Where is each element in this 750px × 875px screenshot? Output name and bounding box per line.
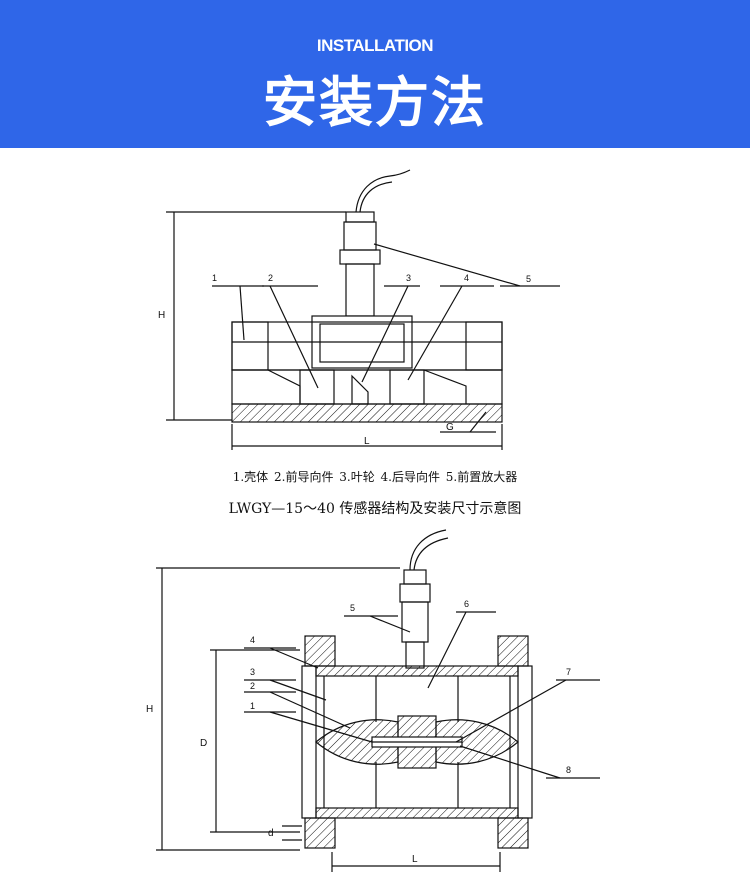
header-banner: INSTALLATION 安装方法	[0, 0, 750, 148]
dim-thread: G	[446, 422, 454, 433]
dim2-height: H	[146, 704, 153, 715]
label2-part-8: 8	[566, 765, 571, 775]
label-part-2: 2	[268, 273, 273, 283]
label-part-3: 3	[406, 273, 411, 283]
label2-part-2: 2	[250, 681, 255, 691]
dim2-diameter: D	[200, 738, 207, 749]
label2-part-3: 3	[250, 667, 255, 677]
diagram-caption: LWGY—15～40 传感器结构及安装尺寸示意图	[228, 501, 522, 517]
label2-part-1: 1	[250, 701, 255, 711]
label-part-1: 1	[212, 273, 217, 283]
cable-1	[355, 169, 411, 213]
label2-part-6: 6	[464, 599, 469, 609]
dim-length: L	[364, 436, 370, 447]
banner-subtitle: INSTALLATION	[316, 36, 434, 55]
dim-height: H	[158, 310, 165, 321]
label2-part-5: 5	[350, 603, 355, 613]
label-part-4: 4	[464, 273, 469, 283]
parts-legend: 1.壳体 2.前导向件 3.叶轮 4.后导向件 5.前置放大器	[232, 470, 518, 484]
connector-2	[403, 569, 427, 585]
label-part-5: 5	[526, 274, 531, 284]
label2-part-7: 7	[566, 667, 571, 677]
dim2-bolt: d	[268, 828, 274, 839]
banner-title: 安装方法	[263, 71, 487, 134]
cable-2	[409, 529, 447, 571]
dim2-length: L	[412, 854, 418, 865]
label2-part-4: 4	[250, 635, 255, 645]
